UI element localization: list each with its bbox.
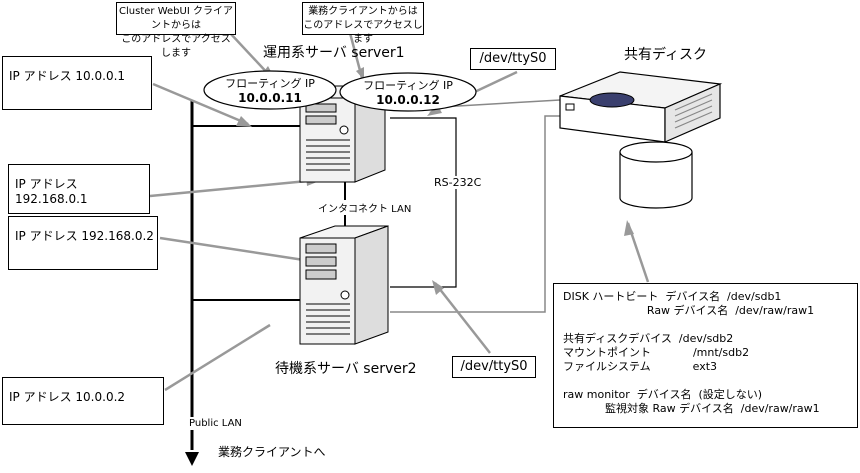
server2-illustration [299, 225, 389, 345]
floating-ip-1-address: 10.0.0.11 [238, 91, 302, 105]
raw-monitor-target: 監視対象 Raw デバイス名 /dev/raw/raw1 [563, 402, 820, 415]
business-callout: 業務クライアントからは このアドレスでアクセスします [302, 2, 424, 45]
server1-title: 運用系サーバ server1 [263, 45, 405, 61]
floating-ip-1: フローティング IP 10.0.0.11 [212, 77, 328, 105]
mount-point: マウントポイント /mnt/sdb2 [563, 346, 750, 359]
webui-callout-line1: Cluster WebUI クライアントからは [119, 6, 233, 31]
tty-box-server2: /dev/ttyS0 [452, 356, 536, 378]
floating-ip-1-label: フローティング IP [225, 77, 315, 90]
disk-heartbeat-raw-device: Raw デバイス名 /dev/raw/raw1 [563, 304, 815, 317]
floating-ip-2: フローティング IP 10.0.0.12 [350, 79, 466, 107]
raw-monitor-device: raw monitor デバイス名 (設定しない) [563, 388, 763, 401]
webui-callout: Cluster WebUI クライアントからは このアドレスでアクセスします [116, 2, 236, 59]
shared-disk-enclosure [559, 71, 723, 143]
ip-box-10-0-0-2: IP アドレス 10.0.0.2 [2, 377, 164, 425]
file-system: ファイルシステム ext3 [563, 360, 718, 373]
shared-disk-title: 共有ディスク [624, 47, 708, 63]
disk-info-spacer [563, 318, 857, 332]
rs232c-label: RS-232C [434, 176, 482, 189]
rs232c-line [390, 117, 457, 288]
ip-box-10-0-0-1: IP アドレス 10.0.0.1 [2, 56, 152, 110]
disk-info-panel: DISK ハートビート デバイス名 /dev/sdb1 Raw デバイス名 /d… [553, 283, 858, 428]
business-callout-line2: このアドレスでアクセスします [303, 20, 423, 45]
disk-heartbeat-device: DISK ハートビート デバイス名 /dev/sdb1 [563, 290, 782, 303]
shared-disk-device: 共有ディスクデバイス /dev/sdb2 [563, 332, 734, 345]
floating-ip-1-shape [203, 70, 337, 110]
floating-ip-2-address: 10.0.0.12 [376, 93, 440, 107]
business-callout-line1: 業務クライアントからは [308, 6, 418, 17]
tty-box-server1: /dev/ttyS0 [470, 48, 556, 70]
interconnect-label: インタコネクト LAN [318, 200, 412, 215]
public-lan-arrow [185, 452, 199, 466]
floating-ip-2-label: フローティング IP [363, 79, 453, 92]
disk-link-server2 [390, 115, 562, 313]
disk-info-spacer [563, 374, 857, 388]
ip-box-192-168-0-2: IP アドレス 192.168.0.2 [8, 216, 158, 270]
floating-ip-2-shape [339, 72, 477, 112]
ip-box-192-168-0-1: IP アドレス 192.168.0.1 [8, 164, 150, 214]
webui-callout-line2: このアドレスでアクセスします [121, 34, 231, 59]
server2-title: 待機系サーバ server2 [275, 361, 417, 377]
to-clients-label: 業務クライアントへ [218, 445, 326, 459]
public-lan-label: Public LAN [189, 417, 242, 430]
shared-disk-cylinder [619, 141, 693, 209]
